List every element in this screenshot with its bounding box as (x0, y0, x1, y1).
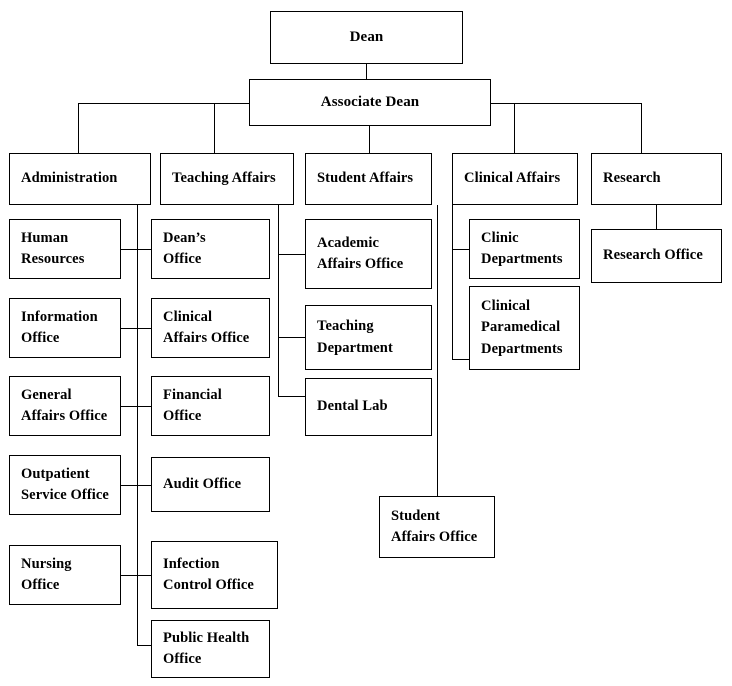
connector-stub-audit-office (137, 485, 152, 487)
connector-stub-clinic-departments (452, 249, 470, 251)
connector-level2-bus-left (78, 103, 250, 105)
connector-stub-human-resources (121, 249, 138, 251)
connector-stub-deans-office (137, 249, 152, 251)
connector-drop-teaching-affairs (214, 103, 216, 154)
node-research-office-label: Research Office (603, 247, 703, 264)
node-dental-lab[interactable]: Dental Lab (305, 378, 432, 436)
connector-associate-dean-drop (369, 126, 371, 154)
node-associate-dean-label: Associate Dean (320, 93, 420, 110)
connector-spine-clinical-affairs (452, 205, 454, 360)
node-research[interactable]: Research (591, 153, 722, 205)
node-audit-office[interactable]: Audit Office (151, 457, 270, 512)
connector-stub-clinical-paramedical-departments (452, 359, 470, 361)
node-administration-label: Administration (21, 170, 118, 187)
connector-level2-bus-right (490, 103, 642, 105)
node-clinical-affairs-label: Clinical Affairs (464, 170, 561, 187)
connector-stub-information-office (121, 328, 138, 330)
connector-spine-student-affairs-office (437, 205, 439, 497)
connector-research-to-research-office (656, 205, 658, 229)
connector-stub-general-affairs-office (121, 406, 138, 408)
node-audit-office-label: Audit Office (163, 475, 242, 492)
node-clinical-affairs[interactable]: Clinical Affairs (452, 153, 578, 205)
node-student-affairs-label: Student Affairs (317, 170, 414, 187)
node-student-affairs[interactable]: Student Affairs (305, 153, 432, 205)
node-teaching-affairs[interactable]: Teaching Affairs (160, 153, 294, 205)
node-associate-dean[interactable]: Associate Dean (249, 79, 491, 126)
node-research-label: Research (603, 170, 661, 187)
connector-stub-teaching-department (278, 337, 305, 339)
connector-stub-clinical-affairs-office (137, 328, 152, 330)
node-teaching-affairs-label: Teaching Affairs (172, 170, 276, 187)
connector-drop-administration (78, 103, 80, 154)
connector-stub-nursing-office (121, 575, 138, 577)
node-dean[interactable]: Dean (270, 11, 463, 64)
connector-stub-infection-control-office (137, 575, 152, 577)
connector-dean-to-associate-dean (366, 64, 368, 80)
connector-drop-research (641, 103, 643, 154)
connector-stub-public-health-office (137, 645, 152, 647)
connector-stub-outpatient-service-office (121, 485, 138, 487)
connector-drop-clinical-affairs (514, 103, 516, 154)
connector-stub-academic-affairs-office (278, 254, 305, 256)
connector-stub-financial-office (137, 406, 152, 408)
node-dean-label: Dean (349, 28, 384, 45)
connector-spine-administration (137, 205, 139, 646)
node-dental-lab-label: Dental Lab (317, 398, 388, 415)
connector-stub-dental-lab (278, 396, 305, 398)
node-research-office[interactable]: Research Office (591, 229, 722, 283)
connector-spine-student-affairs (278, 205, 280, 397)
node-administration[interactable]: Administration (9, 153, 151, 205)
